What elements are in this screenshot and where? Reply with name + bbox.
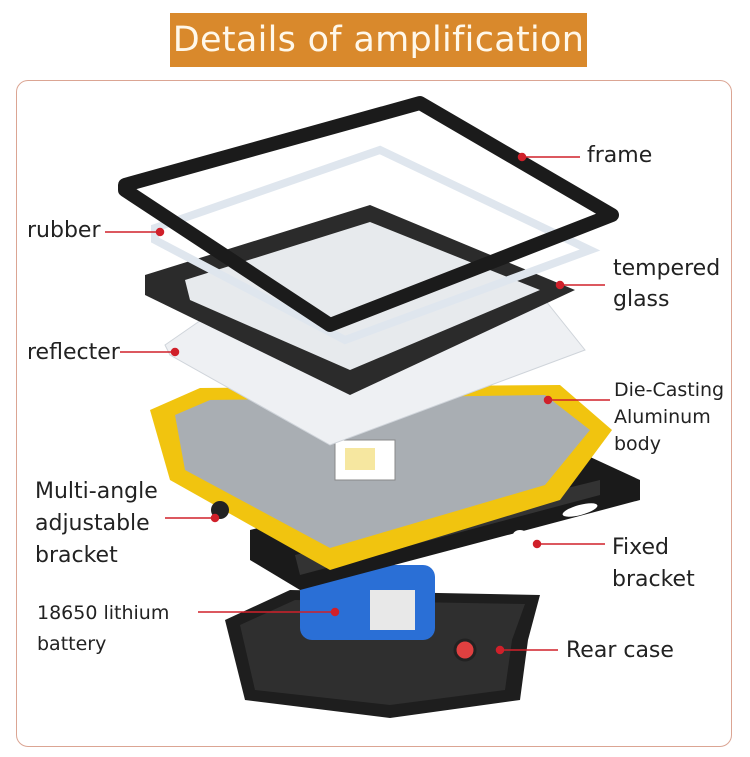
tempered-glass-part [145,205,575,395]
label-line: Aluminum [614,406,711,428]
label-line: glass [613,287,670,312]
rubber-part [151,145,601,345]
label-frame: frame [587,143,653,168]
label-reflecter: reflecter [27,340,120,365]
content-border [16,80,732,747]
label-line: tempered [613,256,721,281]
battery-part [300,565,435,640]
label-fixed-bracket: Fixed bracket [612,532,695,596]
label-rubber: rubber [27,218,101,243]
label-rear-case: Rear case [566,638,674,663]
label-line: Fixed [612,535,670,560]
label-multi-angle-bracket: Multi-angle adjustable bracket [35,476,158,572]
label-line: Multi-angle [35,479,158,504]
label-body: Die-Casting Aluminum body [614,377,724,458]
label-line: adjustable [35,511,150,536]
frame-part [118,96,619,332]
label-line: body [614,433,661,455]
label-battery: 18650 lithium battery [37,598,169,660]
title-banner: Details of amplification [170,13,587,67]
label-line: 18650 lithium [37,602,170,624]
leader-lines [105,152,610,655]
label-line: battery [37,633,107,655]
label-line: bracket [35,543,118,568]
label-line: bracket [612,567,695,592]
label-tempered-glass: tempered glass [613,253,720,315]
label-line: Die-Casting [614,379,725,401]
body-part [150,385,612,570]
